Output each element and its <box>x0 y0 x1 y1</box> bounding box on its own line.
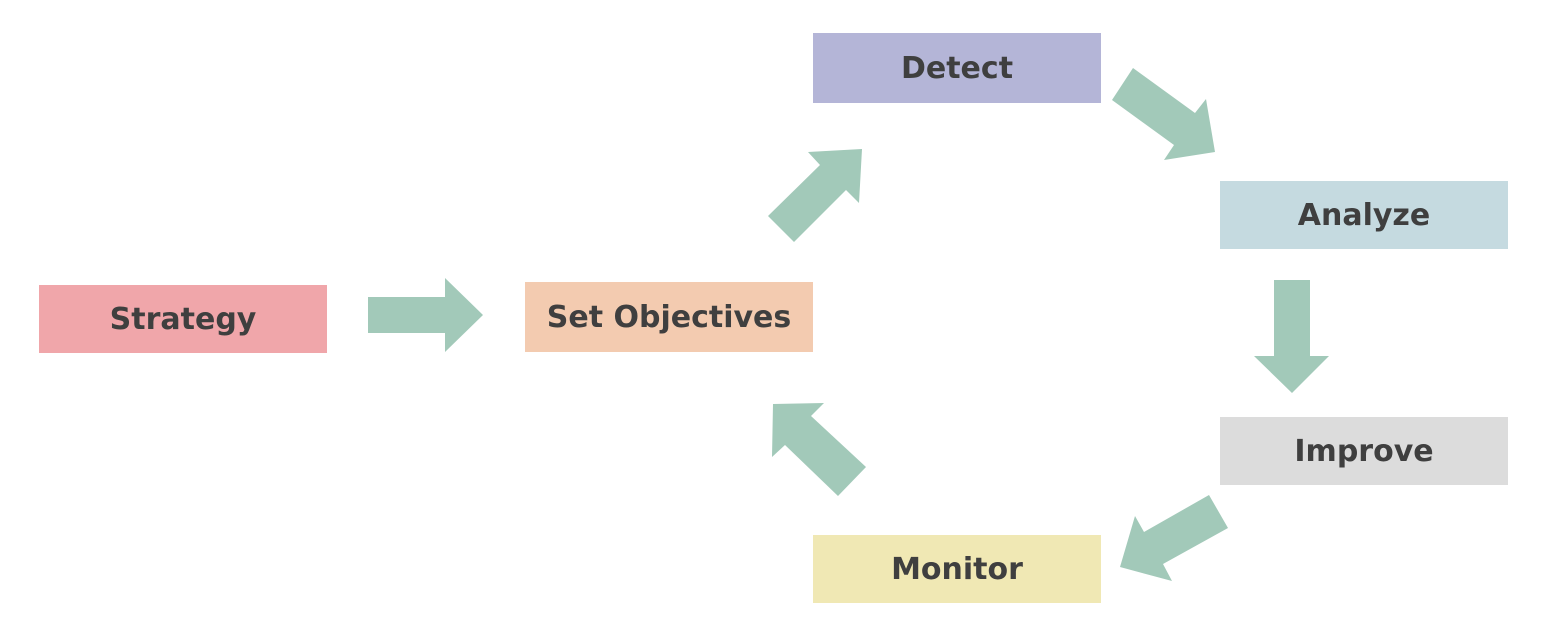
arrow-analyze-to-improve <box>1254 280 1329 393</box>
detect-box: Detect <box>813 33 1101 103</box>
analyze-box: Analyze <box>1220 181 1508 249</box>
set-objectives-label: Set Objectives <box>546 299 792 335</box>
strategy-label: Strategy <box>109 301 257 337</box>
detect-label: Detect <box>900 50 1014 86</box>
arrow-detect-to-analyze <box>1112 68 1215 160</box>
arrow-improve-to-monitor <box>1120 495 1228 581</box>
improve-box: Improve <box>1220 417 1508 485</box>
monitor-box: Monitor <box>813 535 1101 603</box>
monitor-label: Monitor <box>891 551 1023 587</box>
arrow-monitor-to-objectives <box>772 403 866 496</box>
strategy-box: Strategy <box>39 285 327 353</box>
arrow-objectives-to-detect <box>768 149 862 242</box>
improve-label: Improve <box>1294 433 1434 469</box>
arrow-strategy-to-objectives <box>368 278 483 352</box>
analyze-label: Analyze <box>1297 197 1431 233</box>
set-objectives-box: Set Objectives <box>525 282 813 352</box>
